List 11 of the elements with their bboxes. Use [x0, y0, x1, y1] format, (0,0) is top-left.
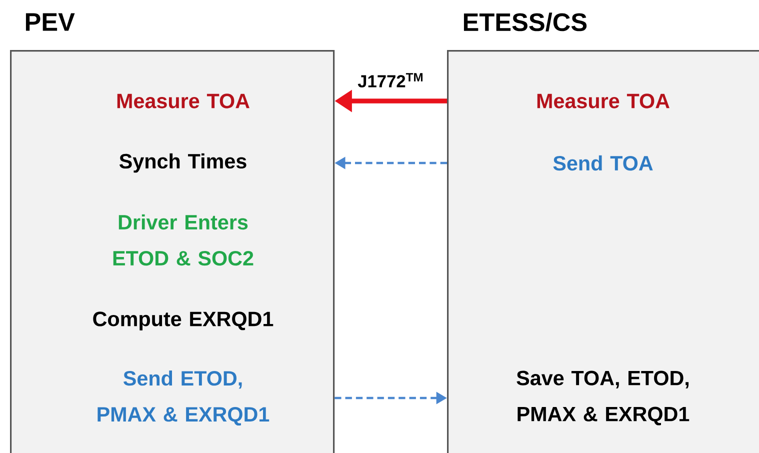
step-text: Save TOA, ETOD, PMAX & EXRQD1 [516, 370, 690, 426]
node-label: ETESS/CS [464, 12, 587, 32]
node-label: PEV [26, 13, 75, 31]
step-text: Driver Enters ETOD & SOC2 [113, 214, 254, 266]
step-text: Send ETOD, PMAX & EXRQD1 [98, 370, 270, 426]
step-text: Synch Times [119, 153, 246, 173]
step-text: Send TOA [553, 155, 653, 171]
step-text: Measure TOA [117, 94, 250, 108]
step-text: Compute EXRQD1 [93, 312, 274, 330]
edge-label: J1772$^{TM}$ [356, 72, 426, 89]
step-text: Measure TOA [537, 94, 670, 108]
